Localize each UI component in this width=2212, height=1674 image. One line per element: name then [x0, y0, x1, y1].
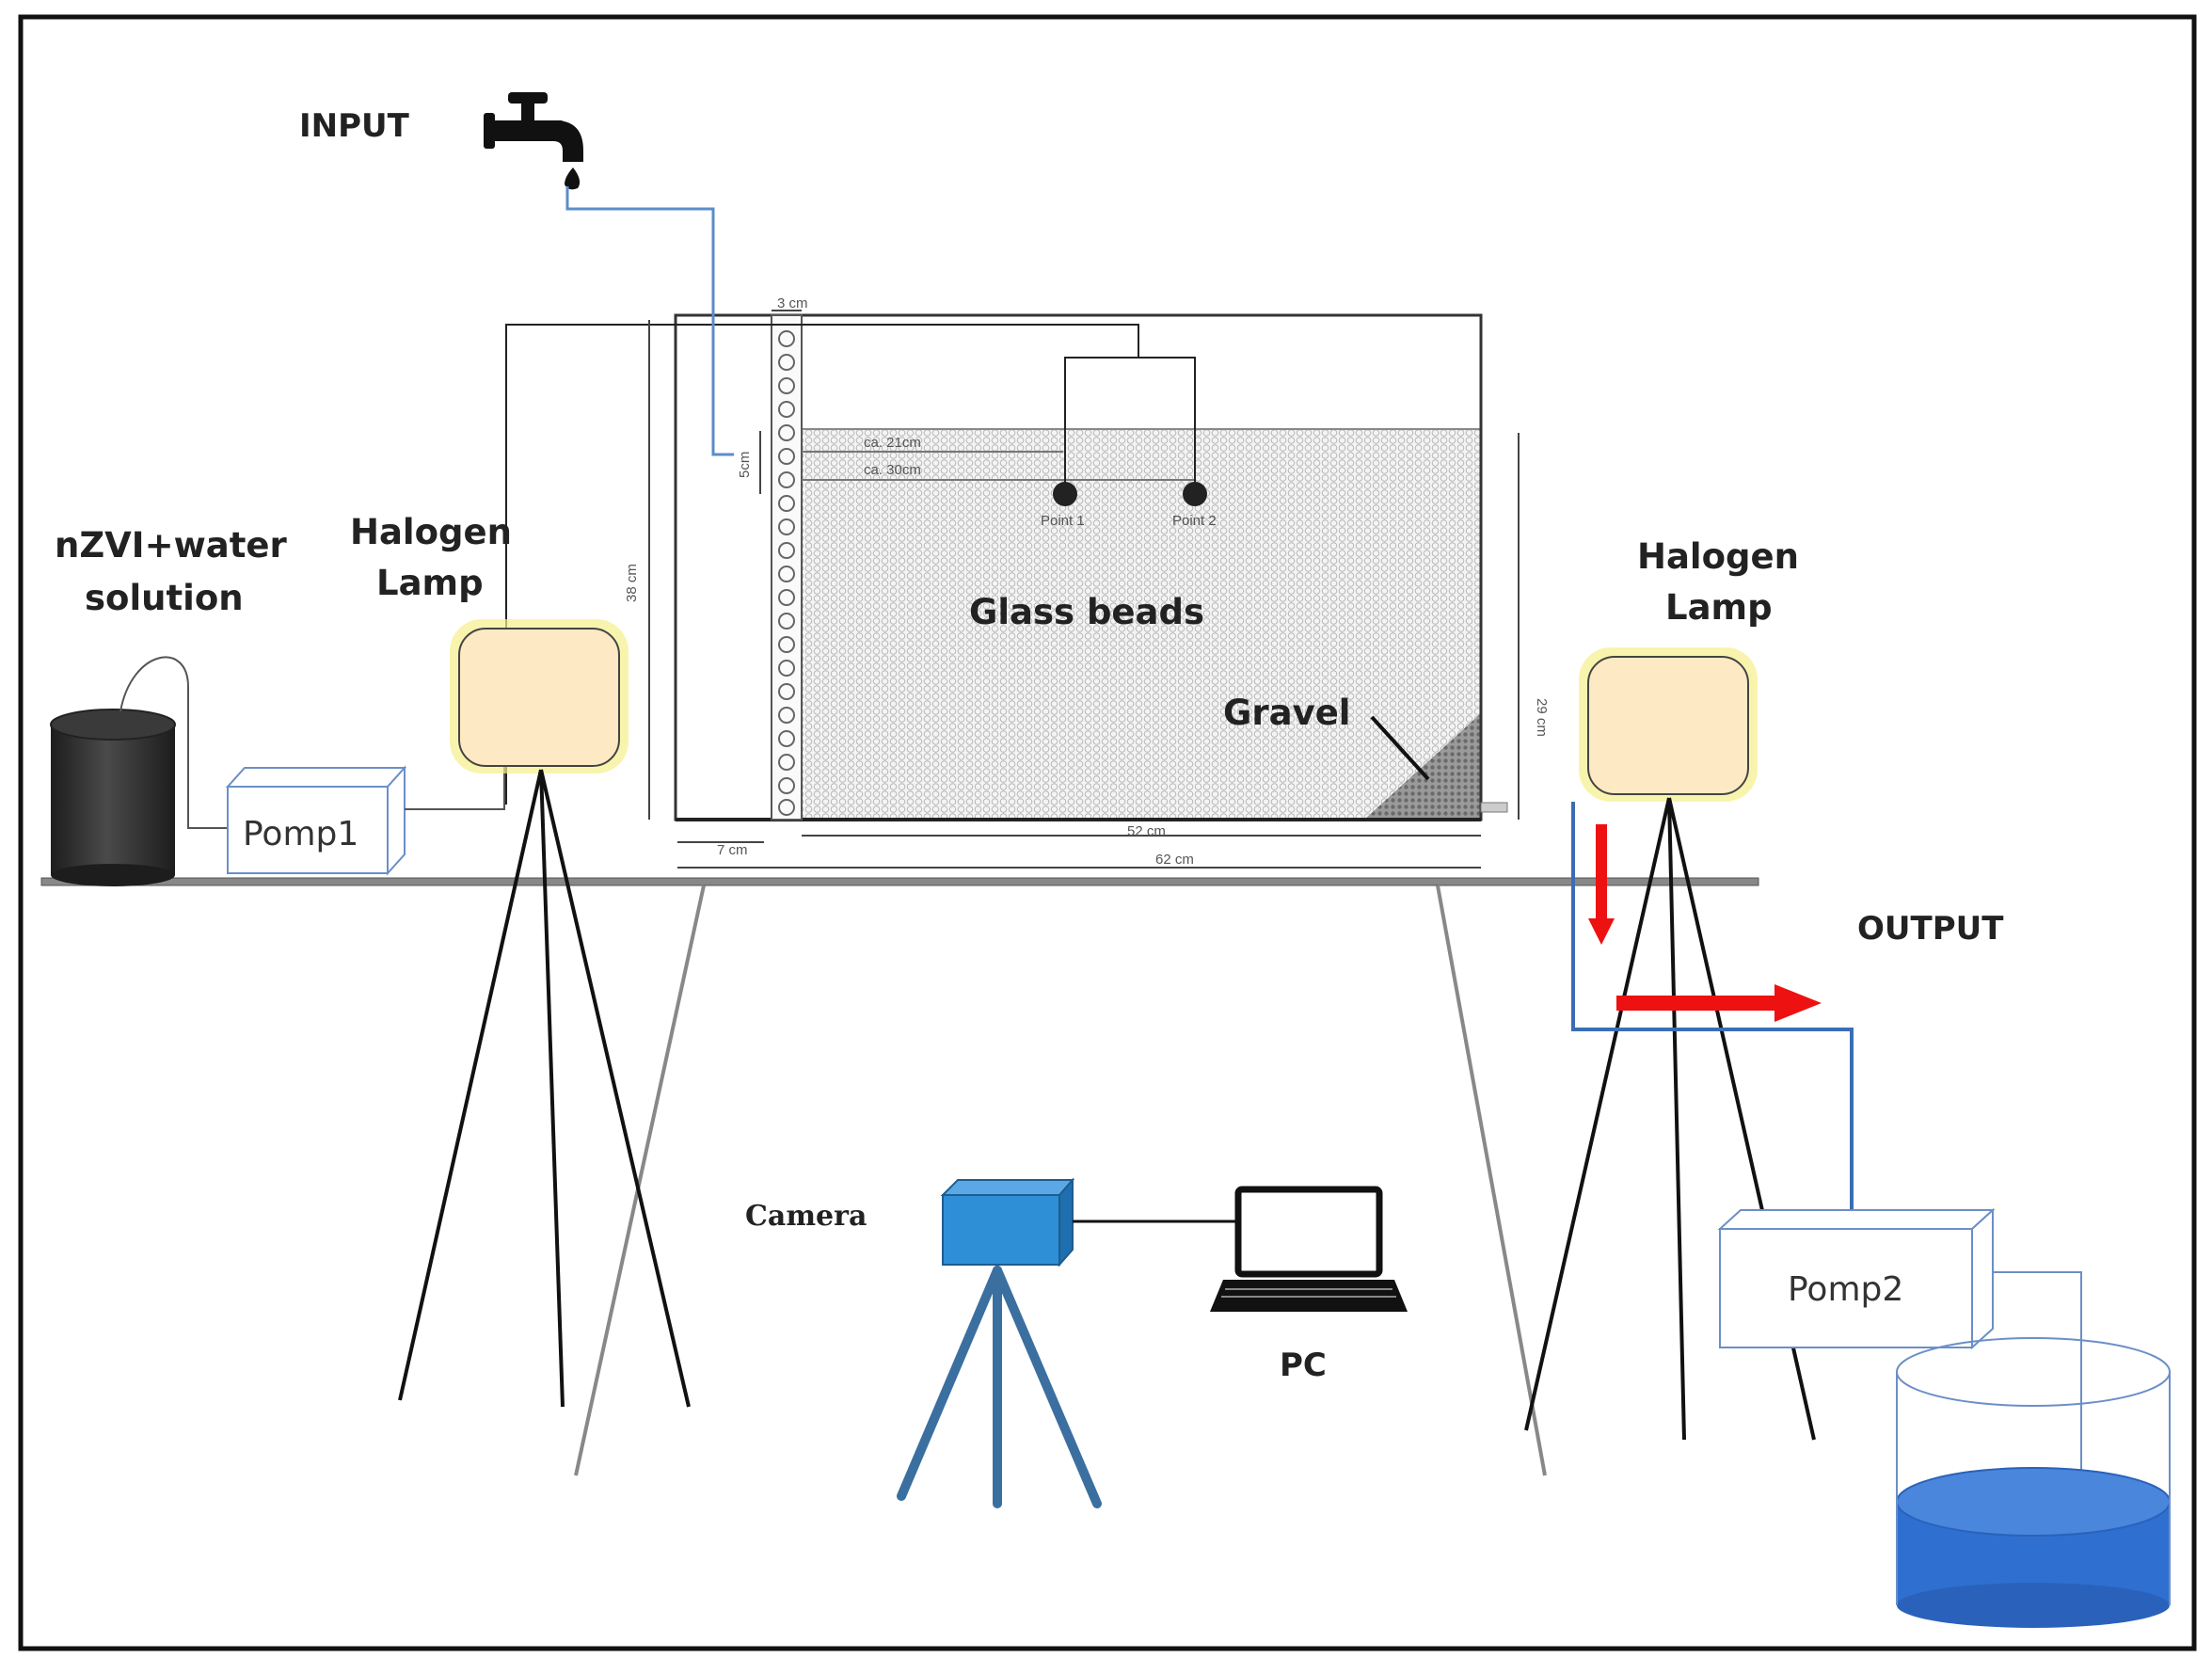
feed-tube	[119, 656, 230, 829]
pc-label: PC	[1280, 1347, 1327, 1384]
halogen-left-line1: Halogen	[350, 512, 512, 552]
barrel-icon	[50, 709, 176, 886]
input-pipe	[565, 186, 734, 456]
tripod-left	[398, 769, 691, 1408]
pomp1-label: Pomp1	[243, 815, 358, 853]
glass-beads-label: Glass beads	[969, 592, 1204, 632]
table-leg-left	[574, 885, 706, 1476]
glass-beads-bed	[802, 429, 1481, 820]
point-2-label: Point 2	[1172, 513, 1217, 529]
input-label: INPUT	[299, 107, 410, 145]
point-1-label: Point 1	[1041, 513, 1085, 529]
figure-border	[18, 14, 2197, 1651]
laptop-icon	[1210, 1186, 1408, 1312]
pomp1-box	[225, 765, 407, 876]
table	[40, 877, 1759, 1476]
dim-gap-5: 5cm	[737, 452, 753, 478]
dim-inlet-7: 7 cm	[717, 842, 748, 858]
pomp2-label: Pomp2	[1788, 1270, 1903, 1309]
dim-depth-21: ca. 21cm	[864, 435, 921, 451]
camera-icon	[940, 1177, 1075, 1267]
dim-height-38: 38 cm	[624, 564, 640, 602]
outlet-nipple	[1480, 802, 1508, 813]
nzvi-label-line1: nZVI+water	[55, 525, 288, 566]
faucet-icon	[484, 92, 583, 190]
halogen-right-line1: Halogen	[1637, 536, 1799, 577]
halogen-lamp-left	[450, 619, 629, 773]
table-top	[40, 877, 1759, 886]
tank	[505, 313, 1508, 821]
halogen-left-line2: Lamp	[376, 563, 484, 603]
output-label: OUTPUT	[1857, 910, 2004, 948]
halogen-lamp-right	[1579, 647, 1758, 802]
halogen-right-line2: Lamp	[1665, 587, 1773, 628]
collection-tank	[1896, 1337, 2171, 1628]
gravel-wedge	[1364, 713, 1481, 820]
dim-depth-30: ca. 30cm	[864, 462, 921, 478]
sensor-wire	[505, 324, 1139, 805]
pomp2-box	[1717, 1207, 1996, 1350]
pomp2-tube	[1993, 1271, 2082, 1494]
dim-top-width: 3 cm	[777, 295, 808, 311]
flow-arrow-down	[1588, 824, 1615, 945]
table-leg-right	[1436, 885, 1547, 1476]
dimension-lines	[648, 310, 1520, 869]
sensor-wire-2	[1138, 357, 1196, 494]
dim-height-29: 29 cm	[1534, 698, 1550, 737]
dim-bed-52: 52 cm	[1127, 823, 1166, 839]
output-pipe	[1571, 802, 1854, 1220]
gravel-label: Gravel	[1223, 693, 1350, 733]
dim-total-62: 62 cm	[1155, 852, 1194, 868]
flow-arrow-right	[1616, 984, 1822, 1022]
nzvi-label-line2: solution	[85, 578, 244, 618]
gravel-pointer	[1370, 715, 1430, 781]
inlet-holes	[778, 330, 795, 816]
camera-tripod	[897, 1266, 1102, 1508]
camera-label: Camera	[745, 1200, 867, 1233]
pomp1-tube	[405, 762, 505, 810]
